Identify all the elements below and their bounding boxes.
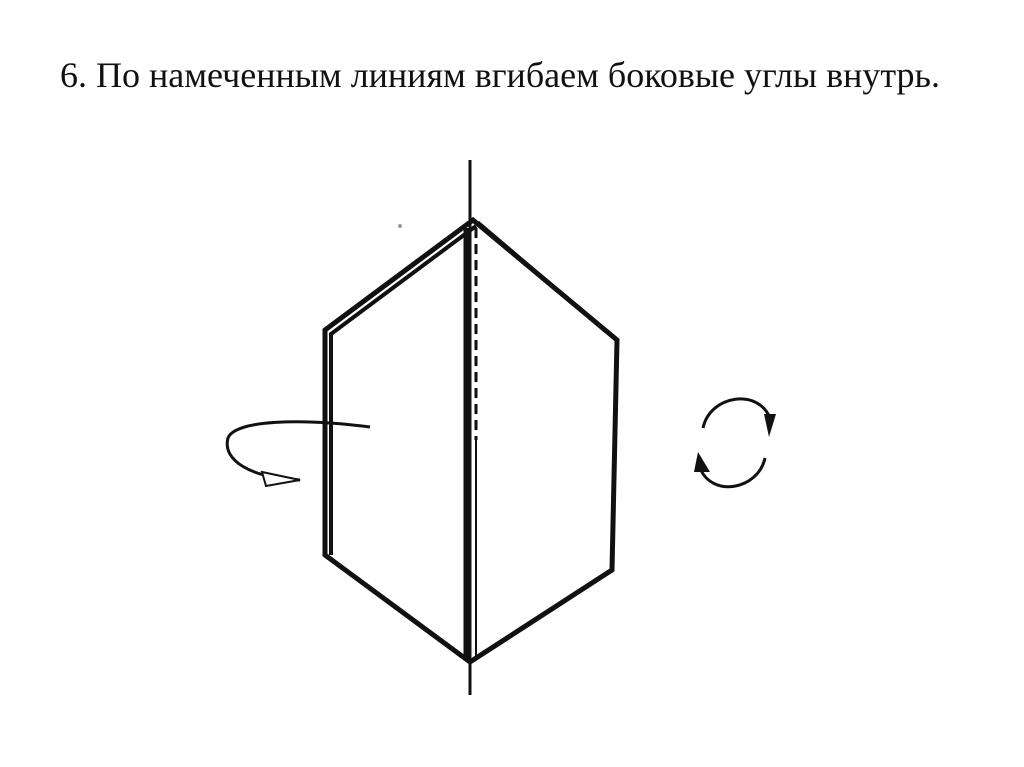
rotate-arrows-icon (694, 397, 776, 489)
right-flap-edge (477, 220, 613, 338)
slide-title: 6. По намеченным линиям вгибаем боковые … (60, 55, 940, 95)
paper-outline (322, 216, 620, 666)
turn-over-arrow-icon (225, 420, 371, 488)
stray-mark (398, 224, 402, 228)
left-flap-edge (329, 224, 478, 555)
